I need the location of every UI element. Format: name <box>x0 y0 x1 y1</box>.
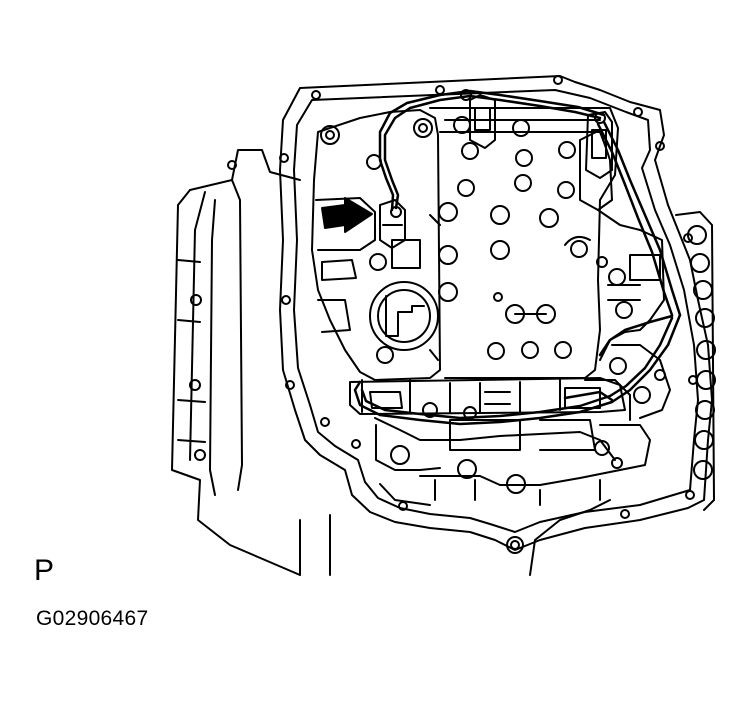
view-label: P <box>34 554 55 587</box>
valve-body <box>311 107 671 506</box>
wire-harness <box>353 89 682 426</box>
gasket-flange <box>279 75 713 554</box>
right-bolt-stack <box>675 211 716 511</box>
transmission-case <box>171 149 611 576</box>
indicator-arrow <box>321 197 373 233</box>
figure-code: G02906467 <box>36 607 149 630</box>
